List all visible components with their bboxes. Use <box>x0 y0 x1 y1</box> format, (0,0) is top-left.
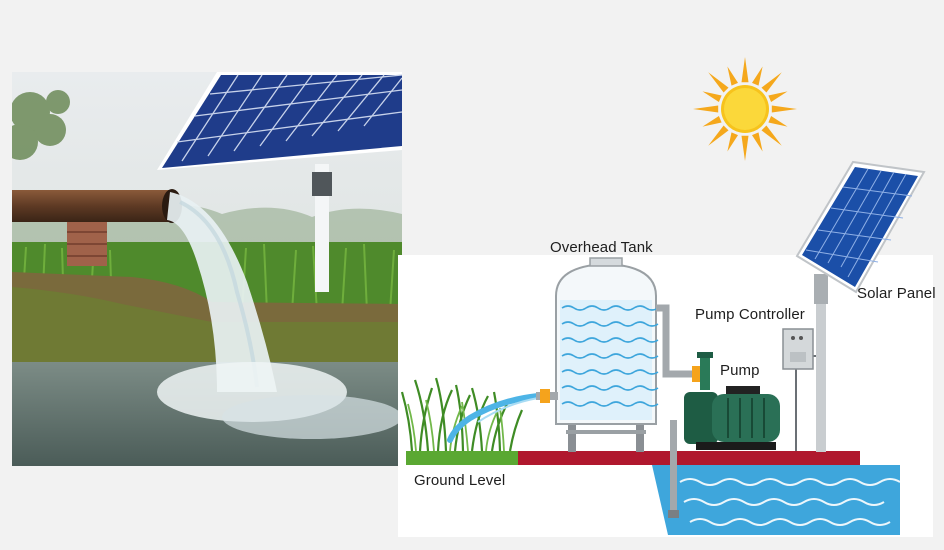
overhead-tank <box>555 257 659 425</box>
sun-icon <box>693 57 797 161</box>
sun-ray <box>708 72 729 93</box>
ground-bar <box>518 451 860 465</box>
underground-water <box>652 465 901 535</box>
solar-panel-label: Solar Panel <box>857 285 936 302</box>
sun-ray <box>771 105 797 113</box>
sun-ray <box>727 132 738 152</box>
sun-ray <box>768 91 788 102</box>
pump-controller-label: Pump Controller <box>695 306 805 323</box>
pump-icon <box>684 352 780 450</box>
pump-controller-icon <box>782 328 814 370</box>
solar-pump-photo <box>12 72 402 466</box>
sun-ray <box>761 72 782 93</box>
solar-panel-icon <box>795 160 926 294</box>
sun-ray <box>752 132 763 152</box>
sun-ray <box>761 125 782 146</box>
sun-ray <box>702 116 722 127</box>
water-spray <box>447 393 541 443</box>
grass-ground <box>406 451 518 465</box>
sun-ray <box>702 91 722 102</box>
sun-ray <box>741 135 749 161</box>
pump-label: Pump <box>720 362 760 379</box>
sun-ray <box>741 57 749 83</box>
overhead-tank-label: Overhead Tank <box>550 239 653 256</box>
grass-icon <box>400 377 524 452</box>
sun-ray <box>752 66 763 86</box>
sun-ray <box>693 105 719 113</box>
sun-ray <box>727 66 738 86</box>
valve-icon <box>540 389 550 403</box>
sun-ray <box>708 125 729 146</box>
ground-level-label: Ground Level <box>414 472 506 489</box>
sun-ray <box>768 116 788 127</box>
